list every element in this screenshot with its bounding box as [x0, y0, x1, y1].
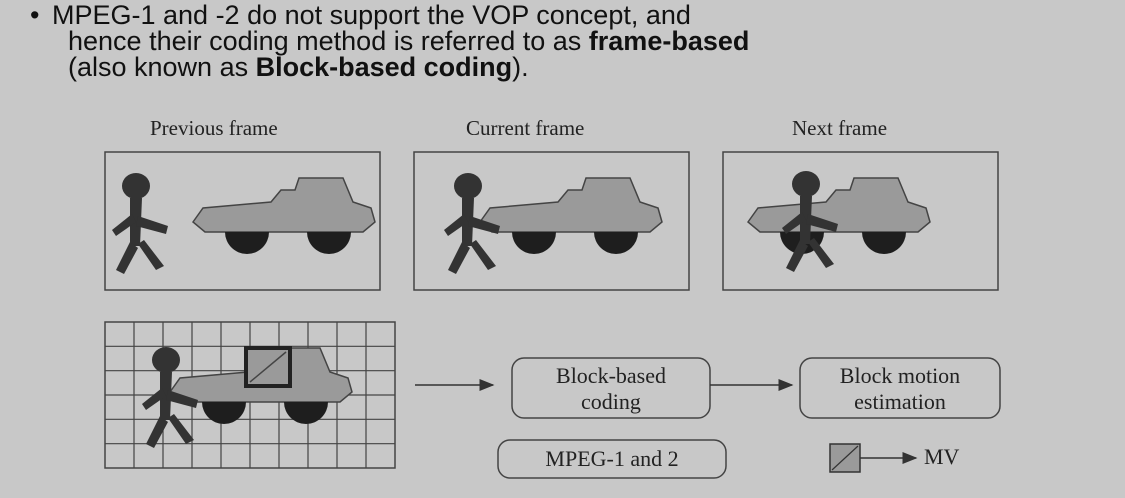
current-frame-box: [413, 151, 690, 291]
walker-shape-next: [782, 171, 838, 272]
car-shape-previous: [192, 177, 376, 255]
bullet-line-1: MPEG-1 and -2 do not support the VOP con…: [52, 0, 691, 30]
walker-shape-previous: [112, 173, 168, 274]
label-previous-frame: Previous frame: [150, 116, 278, 140]
next-frame-box: [722, 151, 999, 291]
bullet-marker: •: [30, 0, 40, 30]
motion-estimation-box: [799, 357, 1001, 419]
bullet-line-3-start: (also known as: [68, 52, 256, 82]
bullet-line-2-plain: hence their coding method is referred to…: [68, 26, 589, 56]
mpeg-label: MPEG-1 and 2: [545, 446, 679, 471]
block-coding-box: [511, 357, 711, 419]
label-next-frame: Next frame: [792, 116, 888, 140]
block-grid-frame: [104, 321, 396, 469]
previous-frame-box: [104, 151, 381, 291]
bullet-line-3-end: ).: [512, 52, 529, 82]
mv-legend: [829, 443, 918, 473]
mpeg-box: [497, 439, 727, 479]
label-current-frame: Current frame: [466, 116, 585, 140]
motion-estimation-line-2: estimation: [854, 389, 946, 414]
block-coding-line-2: coding: [581, 389, 641, 414]
motion-estimation-line-1: Block motion: [839, 363, 961, 388]
motion-estimation-label: Block motion estimation: [800, 363, 1000, 415]
car-shape-next: [747, 177, 931, 255]
car-shape-current: [479, 177, 663, 255]
block-coding-line-1: Block-based: [556, 363, 666, 388]
bullet-text: • MPEG-1 and -2 do not support the VOP c…: [30, 0, 1110, 82]
mv-label: MV: [924, 444, 960, 469]
bullet-line-2-bold: frame-based: [588, 26, 750, 56]
block-coding-label: Block-based coding: [512, 363, 710, 415]
walker-shape-current: [444, 173, 500, 274]
bullet-line-2: hence their coding method is referred to…: [30, 26, 1110, 56]
bullet-line-3-bold: Block-based coding: [255, 52, 513, 82]
bullet-line-3: (also known as Block-based coding).: [30, 52, 1110, 82]
